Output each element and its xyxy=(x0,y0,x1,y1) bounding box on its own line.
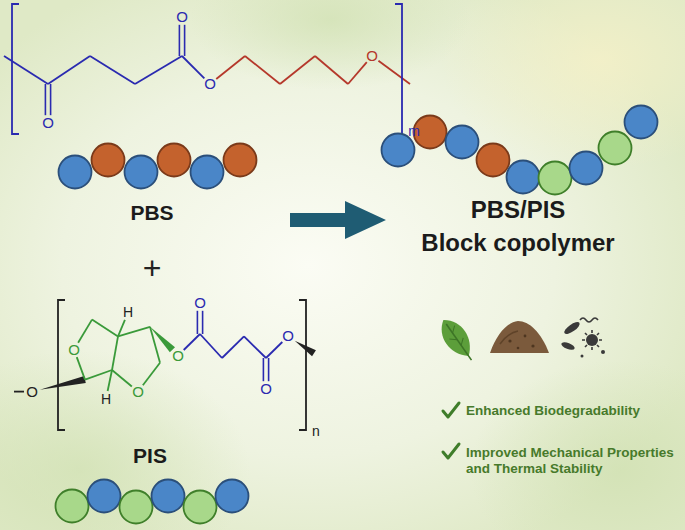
bond-line xyxy=(216,56,245,79)
atom-label: O xyxy=(26,383,38,401)
atom-label: O xyxy=(194,294,206,312)
bond-line xyxy=(118,320,125,337)
bond-line xyxy=(90,56,135,84)
double-bond xyxy=(50,84,52,115)
monomer-bead xyxy=(216,480,249,513)
bond-line xyxy=(48,56,90,84)
atom-label: O xyxy=(260,380,272,398)
atom-label: O xyxy=(42,114,54,132)
feature-text: Improved Mechanical Properties and Therm… xyxy=(466,445,681,477)
polymer-name: PIS xyxy=(133,443,167,468)
double-bond xyxy=(45,84,47,115)
bond-line xyxy=(244,336,266,358)
leaf-icon xyxy=(434,314,481,367)
atom-label: O xyxy=(204,75,216,93)
repeat-index: m xyxy=(408,123,420,140)
background-glow xyxy=(190,0,470,90)
bond-line xyxy=(108,370,112,391)
bond-line xyxy=(200,334,222,358)
atom-label: O xyxy=(176,8,188,26)
repeat-bracket xyxy=(395,4,402,134)
product-title: PBS/PIS xyxy=(471,196,566,225)
bond-line xyxy=(77,357,85,379)
polymer-name: PBS xyxy=(130,200,173,225)
monomer-bead xyxy=(184,491,217,524)
wedge-bond xyxy=(40,376,86,390)
bond-line xyxy=(135,56,182,84)
monomer-bead xyxy=(125,156,158,189)
monomer-bead xyxy=(120,491,153,524)
monomer-bead xyxy=(88,480,121,513)
monomer-bead xyxy=(539,162,572,195)
monomer-bead xyxy=(570,152,603,185)
check-mark xyxy=(443,403,459,417)
repeat-bracket xyxy=(299,300,306,430)
bond-line xyxy=(266,342,282,358)
repeat-bracket xyxy=(12,4,19,134)
bond-line xyxy=(92,320,118,337)
background-glow xyxy=(0,350,250,530)
atom-label: O xyxy=(282,327,294,345)
check-mark xyxy=(443,444,459,458)
bond-line xyxy=(4,56,48,84)
monomer-bead xyxy=(158,144,191,177)
atom-label: O xyxy=(366,47,378,65)
atom-label: O xyxy=(172,347,184,365)
bond-line xyxy=(280,56,315,84)
monomer-bead xyxy=(446,126,479,159)
atom-label: H xyxy=(101,390,111,407)
plus-sign: + xyxy=(143,249,162,287)
atom-label: H xyxy=(123,304,133,321)
monomer-bead xyxy=(59,156,92,189)
bond-line xyxy=(315,56,348,84)
double-bond xyxy=(179,25,181,56)
bond-line xyxy=(78,320,92,343)
monomer-bead xyxy=(92,144,125,177)
double-bond xyxy=(268,358,270,381)
reaction-arrow xyxy=(290,201,386,239)
bond-line xyxy=(143,363,160,385)
double-bond xyxy=(184,25,186,56)
monomer-bead xyxy=(152,480,185,513)
bond-line xyxy=(112,370,132,386)
background-glow xyxy=(440,0,685,170)
monomer-bead xyxy=(56,490,89,523)
feature-text: Enhanced Biodegradability xyxy=(466,403,640,419)
bond-line xyxy=(182,56,204,78)
bond-line xyxy=(348,62,367,84)
monomer-bead xyxy=(191,156,224,189)
repeat-bracket xyxy=(58,300,65,430)
double-bond xyxy=(263,358,265,381)
monomer-bead xyxy=(625,106,658,139)
bond-line xyxy=(118,327,150,337)
microbes-icon xyxy=(560,318,605,358)
monomer-bead xyxy=(599,132,632,165)
bond-line xyxy=(378,61,410,84)
bond-line xyxy=(184,334,200,350)
double-bond xyxy=(197,311,199,334)
repeat-index: n xyxy=(312,423,320,440)
product-title: Block copolymer xyxy=(421,229,614,258)
double-bond xyxy=(202,311,204,334)
monomer-bead xyxy=(224,144,257,177)
monomer-bead xyxy=(507,161,540,194)
bond-line xyxy=(112,336,118,370)
bond-line xyxy=(222,336,244,358)
bond-line xyxy=(14,391,24,393)
bond-line xyxy=(85,370,112,380)
monomer-bead xyxy=(477,144,510,177)
atom-label: O xyxy=(68,341,80,359)
atom-label: O xyxy=(132,383,144,401)
bond-line xyxy=(245,56,280,84)
wedge-bond xyxy=(150,327,175,353)
soil-icon xyxy=(490,321,549,353)
